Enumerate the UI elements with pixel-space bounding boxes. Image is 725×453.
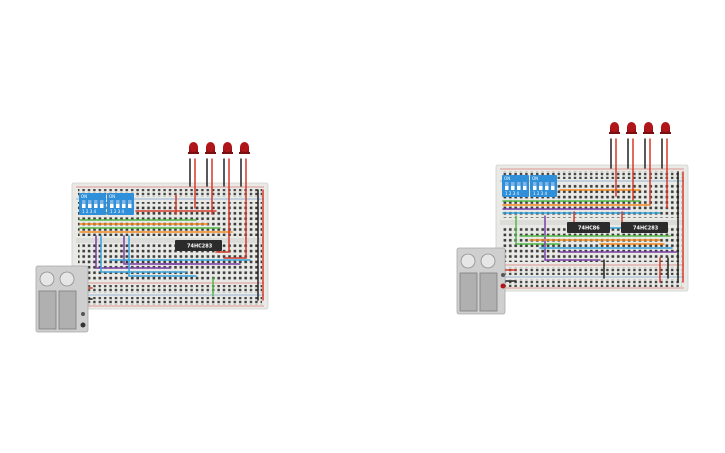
dip-switch-on-label: ON [81,194,87,199]
chip-label: 74HC283 [187,244,213,250]
dip-switch-2[interactable]: ON 1 2 3 4 [530,175,557,197]
leds-right[interactable] [609,122,671,134]
chip-74hc283-right[interactable]: 74HC283 [621,222,668,233]
dip-switch-on-label: ON [504,176,510,181]
chip-label: 74HC86 [578,226,600,232]
led[interactable] [626,122,637,134]
dip-switch-1[interactable]: ON 1 2 3 4 [79,193,106,215]
led[interactable] [660,122,671,134]
dip-switch-on-label: ON [532,176,538,181]
led[interactable] [222,142,233,154]
circuit-left: ON 1 2 3 4 ON 1 2 3 4 [35,142,269,333]
led[interactable] [643,122,654,134]
dip-switch-on-label: ON [109,194,115,199]
battery-pack-right[interactable] [456,247,506,315]
chip-label: 74HC283 [633,226,659,232]
led[interactable] [205,142,216,154]
leds-left[interactable] [188,142,250,154]
wires-left[interactable] [77,158,264,301]
dip-switch-numbers: 1 2 3 4 [110,209,124,214]
led[interactable] [239,142,250,154]
wires-right[interactable] [501,138,684,283]
chip-74hc283-left[interactable]: 74HC283 [175,240,222,251]
led[interactable] [609,122,620,134]
dip-switch-numbers: 1 2 3 4 [505,191,519,196]
battery-pack-left[interactable] [35,265,89,333]
dip-switch-numbers: 1 2 3 4 [533,191,547,196]
dip-switch-1[interactable]: ON 1 2 3 4 [502,175,529,197]
dip-switch-numbers: 1 2 3 4 [82,209,96,214]
chip-74hc86-right[interactable]: 74HC86 [567,222,610,233]
led[interactable] [188,142,199,154]
circuit-right: ON 1 2 3 4 ON 1 2 3 4 [456,122,689,315]
dip-switch-2[interactable]: ON 1 2 3 4 [107,193,134,215]
